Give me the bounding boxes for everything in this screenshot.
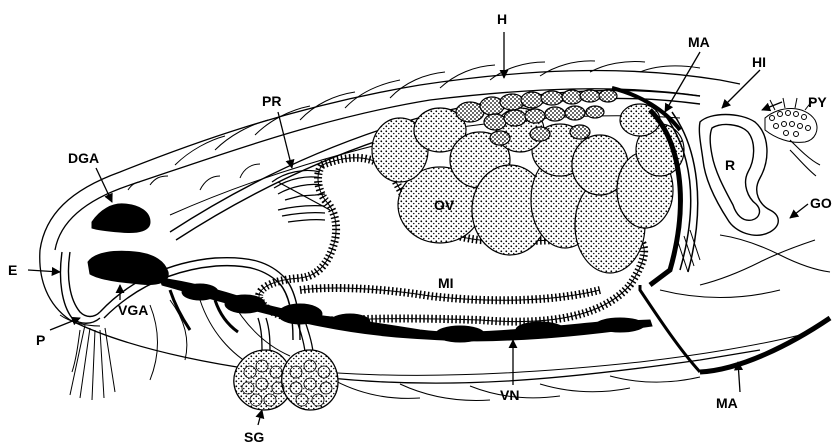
label-dga: DGA <box>68 150 99 166</box>
label-vn: VN <box>500 387 519 403</box>
ventral-legs <box>150 298 700 400</box>
label-e: E <box>8 262 17 278</box>
ovary <box>372 90 684 273</box>
label-sg: SG <box>244 429 264 445</box>
label-ov: OV <box>434 197 455 213</box>
label-r: R <box>725 157 735 173</box>
label-go: GO <box>810 195 832 211</box>
label-p: P <box>36 332 45 348</box>
pyloric-region <box>272 170 330 222</box>
arrow-e <box>28 270 60 272</box>
label-vga: VGA <box>118 302 148 318</box>
arrow-go <box>790 204 808 218</box>
label-ma-bottom: MA <box>716 395 738 411</box>
arrow-pr <box>278 112 292 168</box>
label-pr: PR <box>262 93 281 109</box>
arrow-dga <box>96 168 112 202</box>
label-py: PY <box>808 94 827 110</box>
label-mi: MI <box>438 275 454 291</box>
arrow-p <box>50 318 80 330</box>
label-hi: HI <box>752 54 766 70</box>
salivary-glands <box>234 350 338 410</box>
label-h: H <box>497 11 507 27</box>
dorsal-ganglion <box>92 204 150 233</box>
label-ma-top: MA <box>688 34 710 50</box>
arrow-sg <box>258 410 262 425</box>
tail-region <box>660 140 830 298</box>
arrow-hi <box>722 70 760 108</box>
